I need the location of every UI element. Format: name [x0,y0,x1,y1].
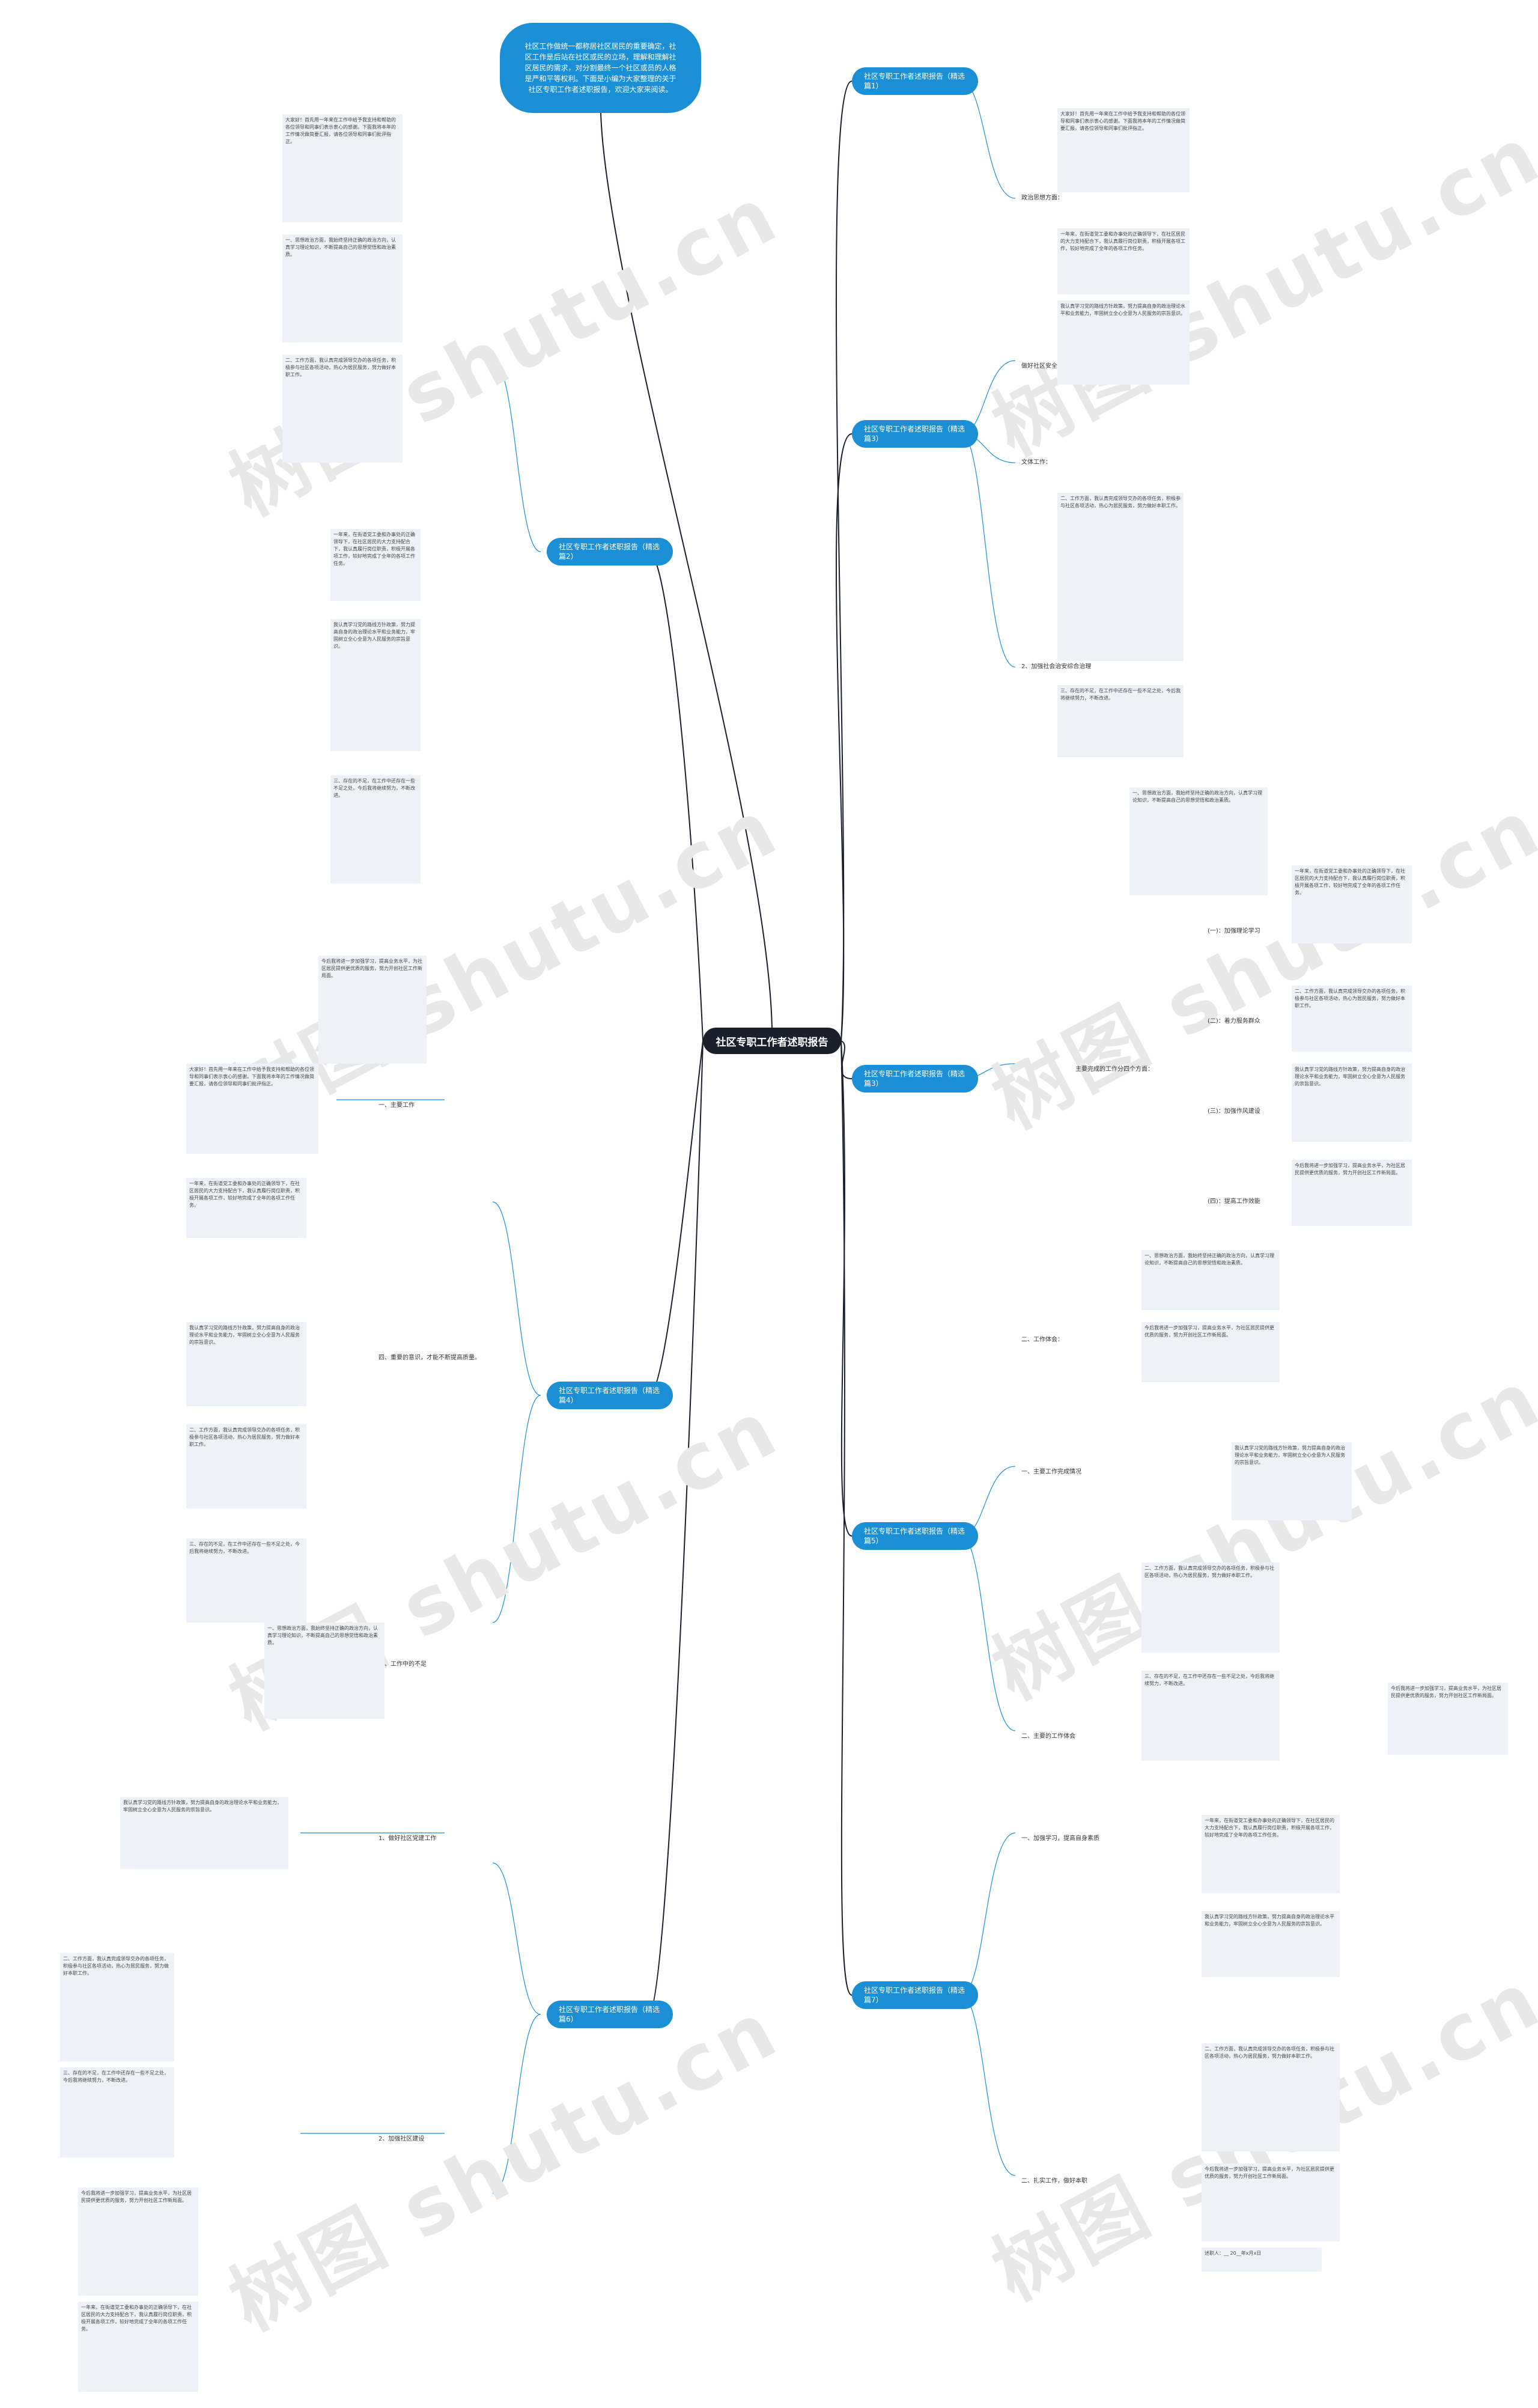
sub-label[interactable]: 一、主要工作 [378,1102,415,1109]
branch-1[interactable]: 社区专职工作者述职报告（精选篇1） [852,67,978,95]
text-block: 一年来，在街道党工委和办事处的正确领导下，在社区居民的大力支持配合下，我认真履行… [186,1178,306,1238]
branch-5[interactable]: 社区专职工作者述职报告（精选篇5） [852,1522,978,1550]
sub-label[interactable]: 二、工作中的不足 [378,1661,427,1668]
text-block: 今后我将进一步加强学习，提高业务水平，为社区居民提供更优质的服务，努力开创社区工… [78,2187,198,2296]
intro-node[interactable]: 社区工作做统一都称居社区居民的重要确定，社区工作是后站在社区或民的立场，理解和理… [500,23,701,113]
text-block: 三、存在的不足，在工作中还存在一些不足之处，今后我将继续努力，不断改进。 [1141,1671,1280,1761]
text-block: 二、工作方面，我认真完成领导交办的各项任务，积极参与社区各项活动，热心为居民服务… [1292,986,1412,1052]
text-block: 二、工作方面，我认真完成领导交办的各项任务，积极参与社区各项活动，热心为居民服务… [1202,2043,1340,2151]
sub-label[interactable]: 二、工作体会： [1021,1337,1063,1343]
text-block: 三、存在的不足，在工作中还存在一些不足之处，今后我将继续努力，不断改进。 [1057,685,1184,757]
text-block: 我认真学习党的路线方针政策，努力提高自身的政治理论水平和业务能力，牢固树立全心全… [1232,1442,1352,1520]
text-block: 大家好！首先用一年来在工作中给予我支持和帮助的各位领导和同事们表示衷心的感谢。下… [186,1064,318,1154]
text-block: 三、存在的不足，在工作中还存在一些不足之处，今后我将继续努力，不断改进。 [60,2067,174,2157]
text-block: 二、工作方面，我认真完成领导交办的各项任务，积极参与社区各项活动，热心为居民服务… [1141,1562,1280,1653]
text-block: 今后我将进一步加强学习，提高业务水平，为社区居民提供更优质的服务，努力开创社区工… [1292,1160,1412,1226]
link-root-intro [600,112,773,1041]
text-block: 大家好！首先用一年来在工作中给予我支持和帮助的各位领导和同事们表示衷心的感谢。下… [282,114,403,222]
link-root-b2 [836,433,853,1041]
branch-6[interactable]: 社区专职工作者述职报告（精选篇6） [547,2001,673,2028]
text-block: 二、工作方面，我认真完成领导交办的各项任务，积极参与社区各项活动，热心为居民服务… [186,1424,306,1508]
sub-label[interactable]: 2、加强社会治安综合治理 [1021,663,1092,670]
sub-label[interactable]: 二、主要的工作体会 [1021,1733,1075,1740]
text-block: 述职人：__ 20__年x月x日 [1202,2248,1322,2272]
sub-label[interactable]: (四)：提高工作效能 [1208,1198,1260,1205]
branch-7[interactable]: 社区专职工作者述职报告（精选篇7） [852,1981,978,2009]
text-block: 我认真学习党的路线方针政策，努力提高自身的政治理论水平和业务能力，牢固树立全心全… [1057,300,1190,385]
sub-label[interactable]: 四、重要的意识，才能不断提高质量。 [378,1355,481,1361]
text-block: 二、工作方面，我认真完成领导交办的各项任务，积极参与社区各项活动，热心为居民服务… [1057,493,1184,661]
text-block: 三、存在的不足，在工作中还存在一些不足之处，今后我将继续努力，不断改进。 [186,1538,306,1623]
link-root-b2l [648,551,704,1041]
sub-label[interactable]: (二)：着力服务群众 [1208,1018,1260,1025]
sub-label[interactable]: 文体工作： [1021,459,1051,466]
link-root-b1 [835,81,853,1041]
text-block: 今后我将进一步加强学习，提高业务水平，为社区居民提供更优质的服务，努力开创社区工… [1388,1683,1508,1755]
text-block: 二、工作方面，我认真完成领导交办的各项任务，积极参与社区各项活动，热心为居民服务… [282,355,403,463]
sub-label[interactable]: 主要完成的工作分四个方面： [1075,1066,1154,1073]
text-block: 我认真学习党的路线方针政策，努力提高自身的政治理论水平和业务能力，牢固树立全心全… [1292,1064,1412,1142]
text-block: 一年来，在街道党工委和办事处的正确领导下，在社区居民的大力支持配合下，我认真履行… [1202,1815,1340,1893]
text-block: 一、思想政治方面，我始终坚持正确的政治方向，认真学习理论知识，不断提高自己的思想… [1129,787,1268,895]
sub-label[interactable]: 1、做好社区党建工作 [378,1835,437,1842]
sub-label[interactable]: (一)：加强理论学习 [1208,928,1260,934]
text-block: 我认真学习党的路线方针政策，努力提高自身的政治理论水平和业务能力，牢固树立全心全… [120,1797,288,1869]
root-node[interactable]: 社区专职工作者述职报告 [703,1028,841,1054]
text-block: 我认真学习党的路线方针政策，努力提高自身的政治理论水平和业务能力，牢固树立全心全… [1202,1911,1340,1977]
branch-3[interactable]: 社区专职工作者述职报告（精选篇3） [852,1065,978,1093]
text-block: 三、存在的不足，在工作中还存在一些不足之处，今后我将继续努力，不断改进。 [330,775,421,883]
sub-label[interactable]: 二、扎实工作，做好本职 [1021,2178,1087,2184]
sub-label[interactable]: 一、主要工作完成情况 [1021,1469,1081,1475]
sub-label[interactable]: 2、加强社区建设 [378,2136,425,2142]
branch-2-left[interactable]: 社区专职工作者述职报告（精选篇2） [547,538,673,565]
text-block: 今后我将进一步加强学习，提高业务水平，为社区居民提供更优质的服务，努力开创社区工… [1141,1322,1280,1382]
link-root-b7 [840,1040,853,1996]
sub-label[interactable]: 政治思想方面： [1021,195,1063,201]
link-root-b6 [648,1040,704,2015]
text-block: 一年来，在街道党工委和办事处的正确领导下，在社区居民的大力支持配合下，我认真履行… [1057,228,1190,294]
text-block: 一、思想政治方面，我始终坚持正确的政治方向，认真学习理论知识，不断提高自己的思想… [282,234,403,343]
text-block: 今后我将进一步加强学习，提高业务水平，为社区居民提供更优质的服务，努力开创社区工… [318,956,427,1064]
text-block: 我认真学习党的路线方针政策，努力提高自身的政治理论水平和业务能力，牢固树立全心全… [330,619,421,751]
text-block: 一、思想政治方面，我始终坚持正确的政治方向，认真学习理论知识，不断提高自己的思想… [264,1623,384,1719]
text-block: 一、思想政治方面，我始终坚持正确的政治方向，认真学习理论知识，不断提高自己的思想… [1141,1250,1280,1310]
link-root-b4 [648,1040,704,1396]
sub-label[interactable]: 做好社区安全治理工作： [1021,363,1087,370]
text-block: 二、工作方面，我认真完成领导交办的各项任务，积极参与社区各项活动，热心为居民服务… [60,1953,174,2061]
sub-label[interactable]: 一、加强学习，提高自身素质 [1021,1835,1099,1842]
text-block: 今后我将进一步加强学习，提高业务水平，为社区居民提供更优质的服务，努力开创社区工… [1202,2163,1340,2242]
text-block: 一年来，在街道党工委和办事处的正确领导下，在社区居民的大力支持配合下，我认真履行… [78,2302,198,2392]
sub-label[interactable]: (三)：加强作风建设 [1208,1108,1260,1115]
text-block: 我认真学习党的路线方针政策，努力提高自身的政治理论水平和业务能力，牢固树立全心全… [186,1322,306,1406]
text-block: 大家好！首先用一年来在工作中给予我支持和帮助的各位领导和同事们表示衷心的感谢。下… [1057,108,1190,192]
text-block: 一年来，在街道党工委和办事处的正确领导下，在社区居民的大力支持配合下，我认真履行… [330,529,421,601]
branch-2[interactable]: 社区专职工作者述职报告（精选篇3） [852,420,978,448]
branch-4[interactable]: 社区专职工作者述职报告（精选篇4） [547,1382,673,1409]
text-block: 一年来，在街道党工委和办事处的正确领导下，在社区居民的大力支持配合下，我认真履行… [1292,865,1412,943]
